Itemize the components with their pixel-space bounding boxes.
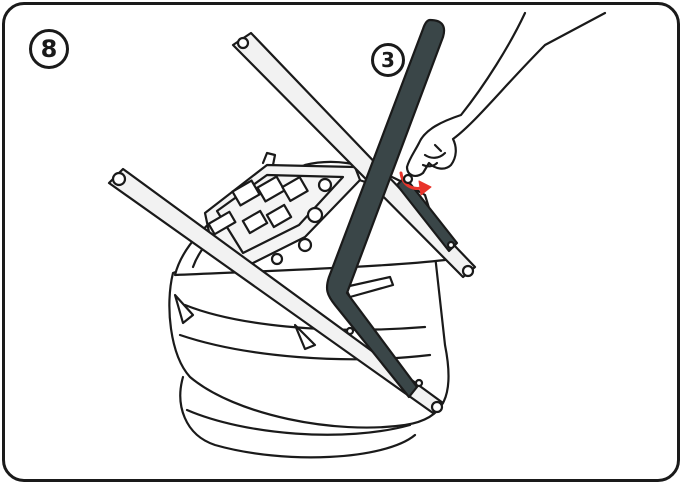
assembly-illustration [107,11,607,459]
mechanism-plate [203,151,362,269]
rotate-arrow-icon [399,171,432,196]
basket-shell [168,244,450,459]
hand-icon [405,11,607,177]
step-number-badge: 8 [29,29,69,69]
handle-frame-part-3 [325,18,446,399]
part-number-callout: 3 [371,43,405,77]
frame-bar-lower [107,167,445,415]
frame-bar-upper [231,31,477,279]
instruction-panel: 8 3 [2,2,680,482]
